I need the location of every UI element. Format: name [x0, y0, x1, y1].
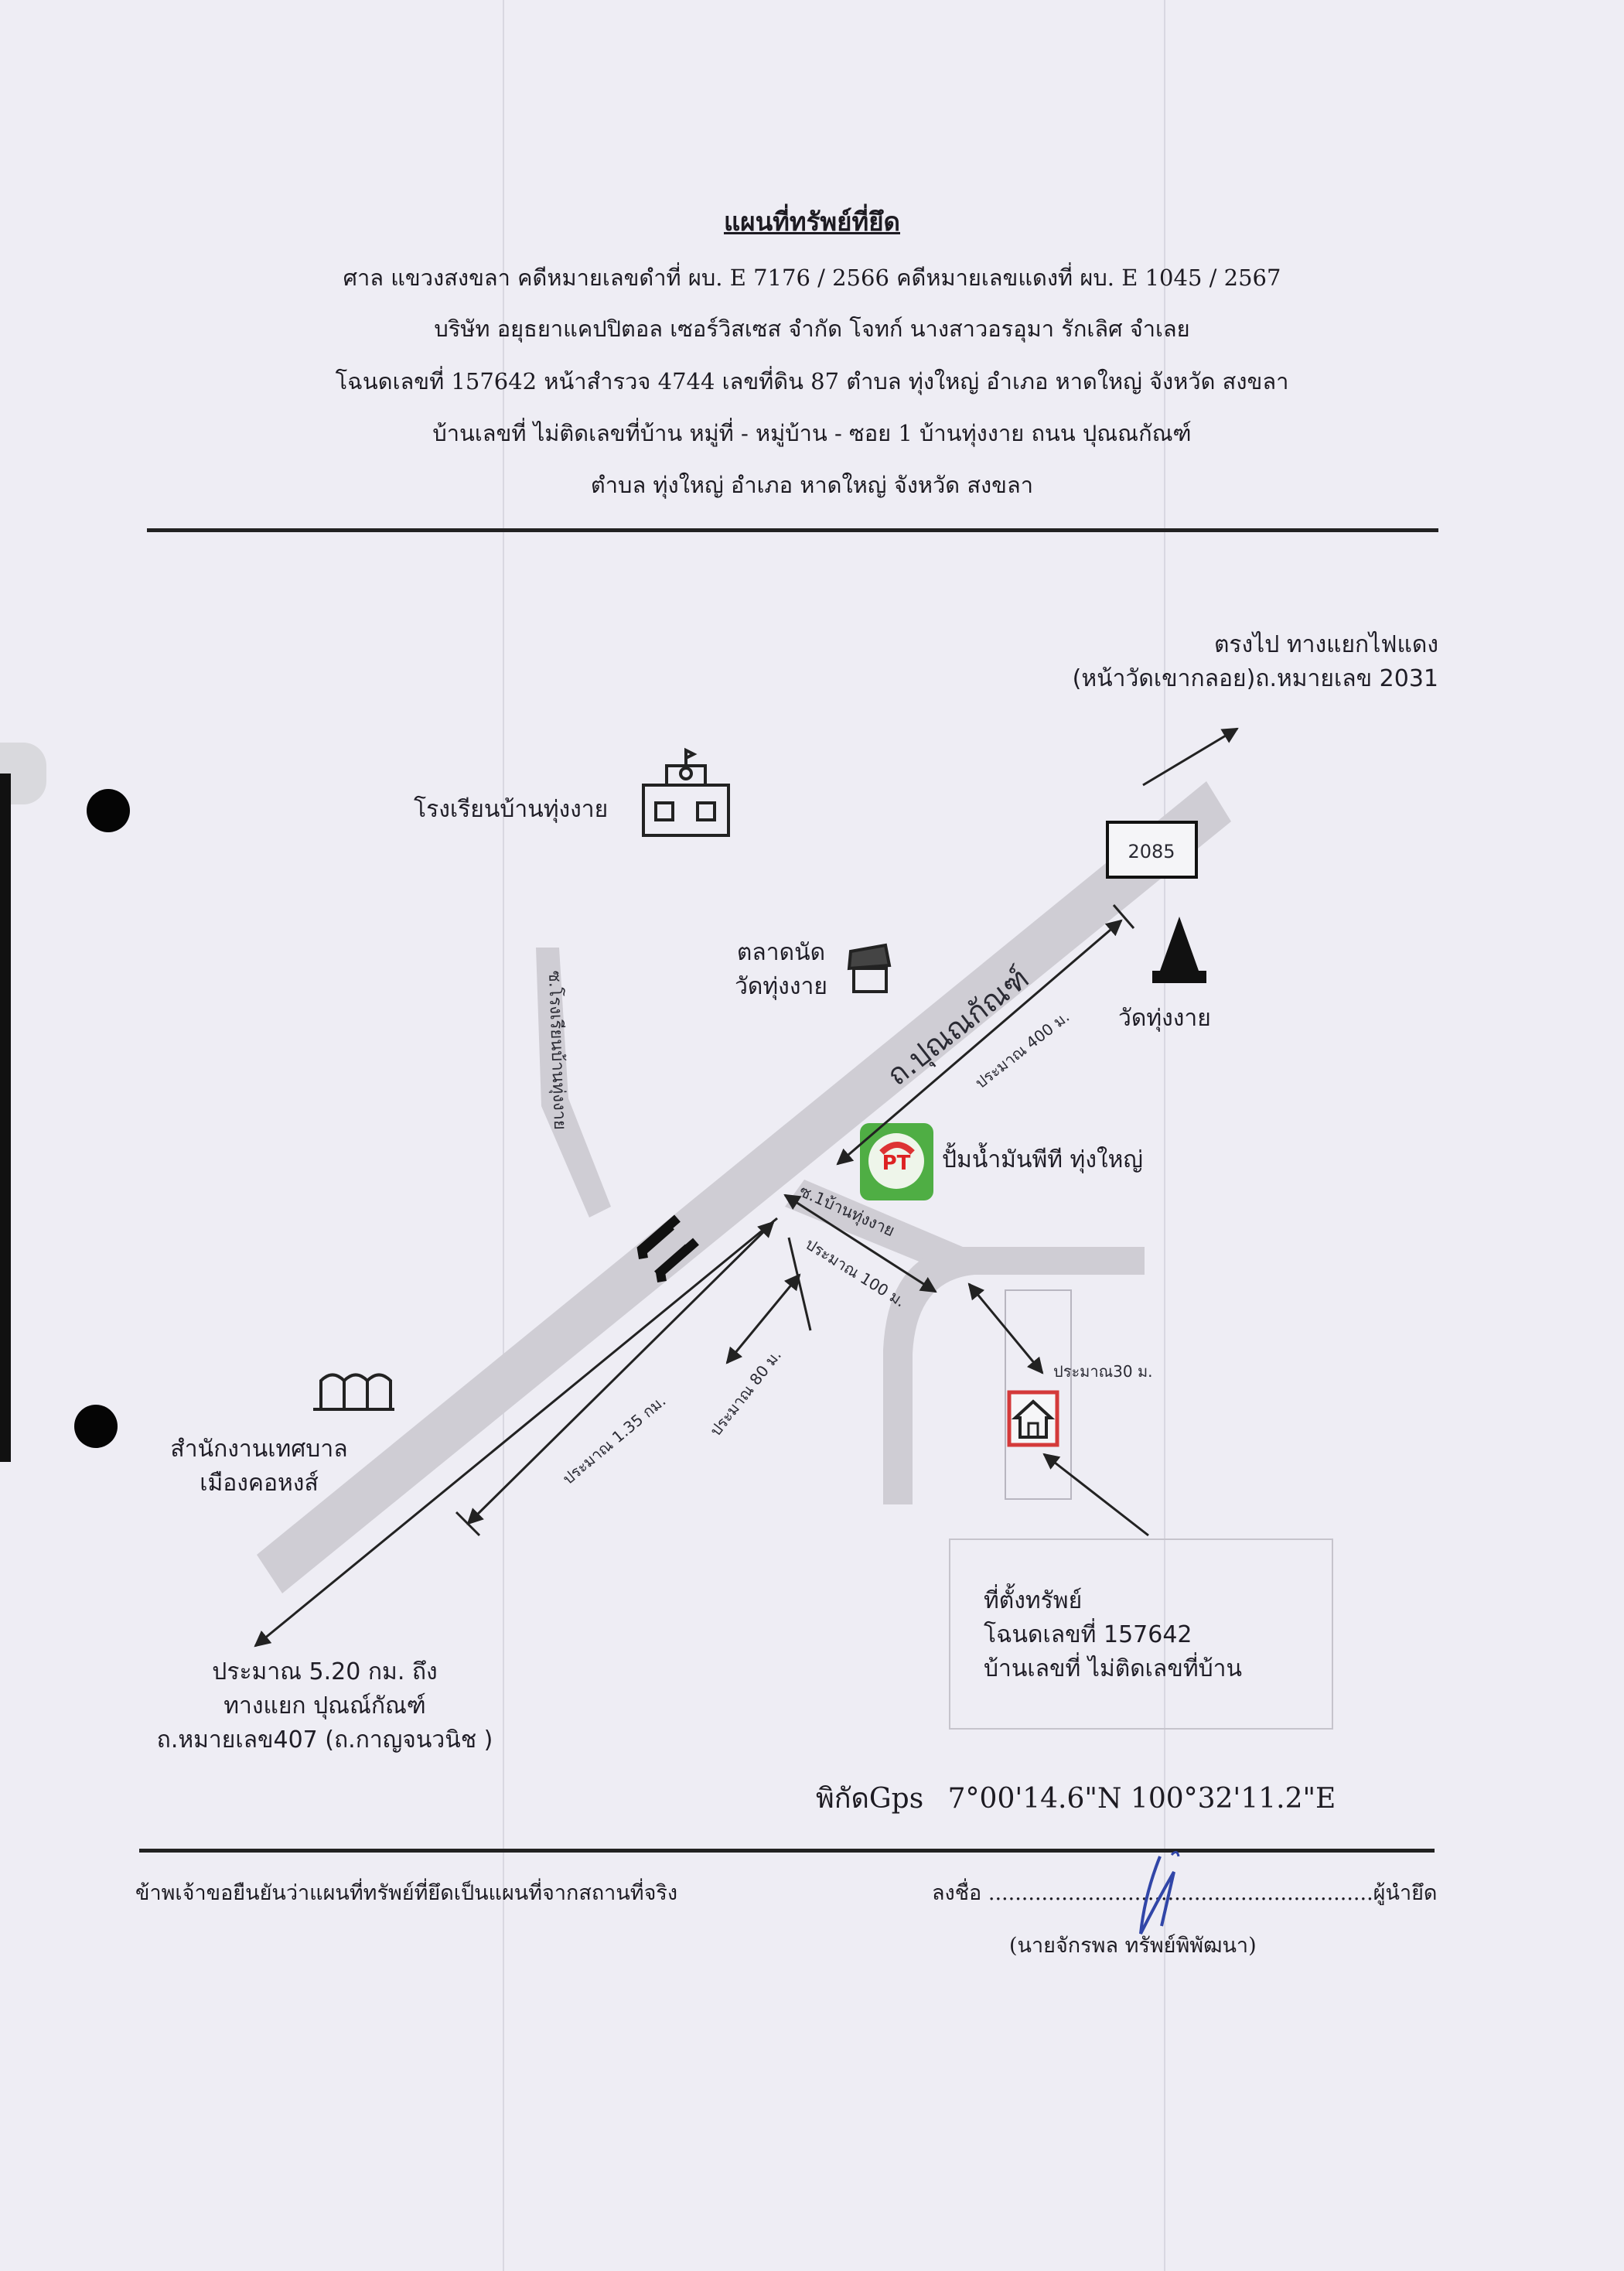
address-line: บ้านเลขที่ ไม่ติดเลขที่บ้าน หมู่ที่ - หม…	[432, 420, 1192, 446]
sign-role: ผู้นำยึด	[1373, 1881, 1438, 1905]
direction-line-2: (หน้าวัดเขากลอย)ถ.หมายเลข 2031	[1072, 665, 1438, 692]
dist-100-line	[783, 1194, 937, 1293]
dist-400-line	[836, 904, 1135, 1166]
signature-line: ลงชื่อ .................................…	[932, 1876, 1437, 1909]
direction-label: ตรงไป ทางแยกไฟแดง (หน้าวัดเขากลอย)ถ.หมาย…	[1073, 628, 1438, 696]
dist-135-line	[455, 1221, 775, 1537]
gas-station-label: ปั้มน้ำมันพีที ทุ่งใหญ่	[942, 1146, 1143, 1173]
gps-label: พิกัดGps	[816, 1783, 924, 1815]
header-rule	[147, 528, 1438, 532]
property-pointer-arrow	[1042, 1453, 1149, 1537]
deed-line: โฉนดเลขที่ 157642 หน้าสำรวจ 4744 เลขที่ด…	[335, 368, 1289, 394]
footer-rule	[139, 1849, 1435, 1853]
main-road-label: ถ.ปุณณกัณฑ์	[880, 961, 1035, 1093]
market-label: ตลาดนัด วัดทุ่งงาย	[715, 936, 847, 1004]
sw-direction-label: ประมาณ 5.20 กม. ถึง ทางแยก ปุณณ์กัณฑ์ ถ.…	[108, 1655, 541, 1757]
dist-80-label: ประมาณ 80 ม.	[706, 1346, 785, 1439]
main-road	[257, 781, 1231, 1593]
road-sign-number: 2085	[1128, 841, 1175, 862]
dist-30-line	[967, 1282, 1044, 1375]
case-line: ศาล แขวงสงขลา คดีหมายเลขดำที่ ผบ. E 7176…	[343, 265, 1281, 291]
fold-line	[503, 0, 504, 2271]
municipal-icon	[313, 1373, 394, 1411]
punch-hole	[87, 789, 130, 832]
gps-value: 7°00'14.6"N 100°32'11.2"E	[947, 1783, 1336, 1815]
dist-135-label: ประมาณ 1.35 กม.	[559, 1392, 670, 1488]
signature-mark	[1139, 1851, 1180, 1935]
certification-text: ข้าพเจ้าขอยืนยันว่าแผนที่ทรัพย์ที่ยึดเป็…	[135, 1881, 678, 1905]
house-icon	[1007, 1390, 1059, 1447]
market-line-1: ตลาดนัด	[736, 939, 826, 966]
fold-line	[1164, 0, 1165, 2271]
temple-icon	[1152, 917, 1206, 983]
sw-line-1: ประมาณ 5.20 กม. ถึง	[212, 1658, 438, 1685]
direction-line-1: ตรงไป ทางแยกไฟแดง	[1213, 631, 1438, 658]
market-line-2: วัดทุ่งงาย	[735, 973, 827, 1000]
property-label: ที่ตั้งทรัพย์ โฉนดเลขที่ 157642 บ้านเลขท…	[984, 1584, 1242, 1686]
municipal-line-1: สำนักงานเทศบาล	[170, 1436, 348, 1463]
property-line-2: โฉนดเลขที่ 157642	[984, 1621, 1192, 1648]
municipal-line-2: เมืองคอหงส์	[200, 1470, 319, 1497]
punch-hole	[74, 1405, 118, 1448]
direction-arrow	[1142, 727, 1239, 787]
gps-readout: พิกัดGps 7°00'14.6"N 100°32'11.2"E	[816, 1776, 1336, 1820]
gas-logo-text: PT	[882, 1152, 911, 1175]
temple-label: วัดทุ่งงาย	[1118, 1005, 1211, 1032]
signer-name: (นายจักรพล ทรัพย์พิพัฒนา)	[1009, 1934, 1257, 1958]
school-icon	[642, 747, 730, 837]
district-line: ตำบล ทุ่งใหญ่ อำเภอ หาดใหญ่ จังหวัด สงขล…	[590, 472, 1034, 498]
sign-dots: ........................................…	[988, 1881, 1373, 1905]
binding-edge	[0, 774, 11, 1462]
municipal-label: สำนักงานเทศบาล เมืองคอหงส์	[147, 1433, 371, 1501]
school-label: โรงเรียนบ้านทุ่งงาย	[414, 796, 609, 823]
property-line-1: ที่ตั้งทรัพย์	[984, 1587, 1083, 1614]
side-road	[536, 948, 611, 1217]
market-icon	[847, 943, 892, 993]
parcel-outline-large	[949, 1538, 1333, 1730]
sw-direction-arrow	[254, 1217, 778, 1648]
dist-30-label: ประมาณ30 ม.	[1053, 1362, 1153, 1381]
sw-line-3: ถ.หมายเลข407 (ถ.กาญจนวนิช )	[156, 1726, 493, 1754]
page-title: แผนที่ทรัพย์ที่ยึด	[723, 207, 900, 237]
sw-line-2: ทางแยก ปุณณ์กัณฑ์	[223, 1692, 426, 1719]
parties-line: บริษัท อยุธยาแคปปิตอล เซอร์วิสเซส จำกัด …	[434, 316, 1190, 342]
sign-prefix: ลงชื่อ	[932, 1881, 982, 1905]
property-line-3: บ้านเลขที่ ไม่ติดเลขที่บ้าน	[984, 1655, 1242, 1682]
road-sign-box	[1106, 821, 1198, 879]
